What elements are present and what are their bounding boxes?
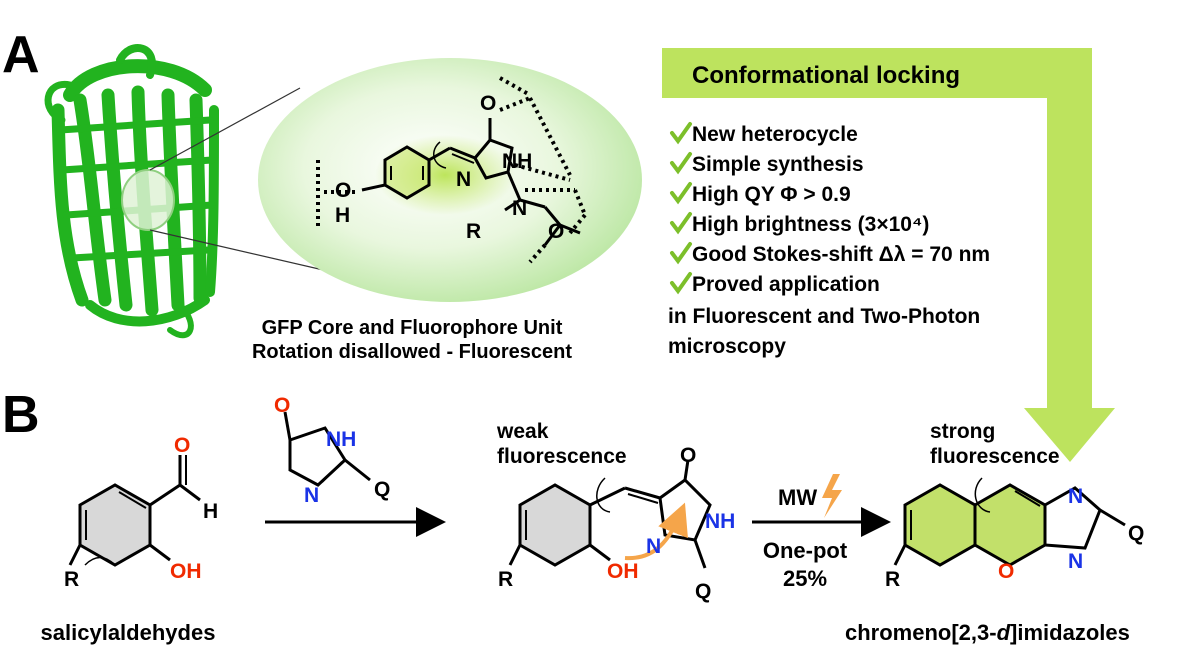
strong-label-line-2: fluorescence — [930, 445, 1060, 468]
panel-label-a: A — [2, 26, 40, 84]
svg-text:O: O — [480, 92, 496, 115]
condition-yield: 25% — [783, 566, 827, 591]
check-icon — [670, 212, 692, 235]
atom-O: O — [174, 434, 190, 457]
intermediate-structure — [508, 459, 712, 569]
strong-label-line-1: strong — [930, 420, 995, 443]
zoom-line-bottom — [149, 229, 346, 276]
feature-item: High QY Φ > 0.9 — [692, 183, 851, 206]
atom-O: O — [680, 444, 696, 467]
salicylaldehyde-structure — [68, 455, 201, 567]
banner-label: Conformational locking — [692, 62, 960, 89]
atom-H: H — [203, 500, 218, 523]
check-icon — [670, 272, 692, 295]
zoom-line-top — [149, 87, 301, 171]
atom-NH: NH — [705, 510, 735, 533]
atom-OH: OH — [170, 560, 202, 583]
check-icon — [670, 182, 692, 205]
atom-NH: NH — [326, 428, 356, 451]
feature-item-continued: microscopy — [668, 335, 786, 358]
feature-item: High brightness (3×10⁴) — [692, 213, 929, 236]
atom-Q: Q — [1128, 522, 1144, 545]
atom-R: R — [498, 568, 513, 591]
atom-OH: OH — [607, 560, 639, 583]
atom-N: N — [1068, 550, 1083, 573]
feature-item: New heterocycle — [692, 123, 858, 146]
condition-one-pot: One-pot — [763, 538, 848, 563]
cyclization-arrow — [624, 502, 688, 561]
gfp-caption-line-2: Rotation disallowed - Fluorescent — [252, 341, 572, 363]
feature-item-continued: in Fluorescent and Two-Photon — [668, 305, 980, 328]
atom-O: O — [998, 560, 1014, 583]
svg-text:N: N — [512, 197, 527, 220]
chromophore-atom-labels: O NH N N R O O H — [335, 92, 564, 243]
feature-item: Proved application — [692, 273, 880, 296]
atom-Q: Q — [374, 478, 390, 501]
check-icon — [670, 122, 692, 145]
gfp-caption-line-1: GFP Core and Fluorophore Unit — [262, 317, 563, 339]
atom-N: N — [646, 535, 661, 558]
fluorophore-highlight — [121, 169, 175, 231]
svg-text:O: O — [548, 220, 564, 243]
feature-item: Simple synthesis — [692, 153, 864, 176]
svg-text:R: R — [466, 220, 481, 243]
product-label: chromeno[2,3-d]imidazoles — [845, 620, 1130, 645]
check-icon — [670, 152, 692, 175]
atom-N: N — [1068, 485, 1083, 508]
reactant-label: salicylaldehydes — [41, 620, 216, 645]
feature-item: Good Stokes-shift Δλ = 70 nm — [692, 243, 990, 266]
imidazolone-reagent-structure — [283, 411, 371, 487]
weak-label-line-1: weak — [496, 420, 549, 443]
atom-R: R — [64, 568, 79, 591]
svg-text:N: N — [456, 168, 471, 191]
condition-mw: MW — [778, 485, 817, 510]
svg-text:NH: NH — [502, 150, 532, 173]
panel-label-b: B — [2, 386, 40, 444]
lightning-icon — [822, 474, 842, 518]
weak-label-line-2: fluorescence — [497, 445, 627, 468]
atom-O: O — [274, 394, 290, 417]
conformational-locking-arrow — [662, 48, 1115, 462]
atom-R: R — [885, 568, 900, 591]
hydrogen-bond-dotted-lines — [316, 76, 587, 264]
check-icon — [670, 242, 692, 265]
atom-Q: Q — [695, 580, 711, 603]
feature-checklist: New heterocycle Simple synthesis High QY… — [668, 122, 990, 358]
svg-text:O: O — [335, 179, 351, 202]
gfp-chromophore-structure — [361, 118, 581, 246]
svg-text:H: H — [335, 204, 350, 227]
product-structure — [893, 477, 1126, 567]
atom-N: N — [304, 484, 319, 507]
